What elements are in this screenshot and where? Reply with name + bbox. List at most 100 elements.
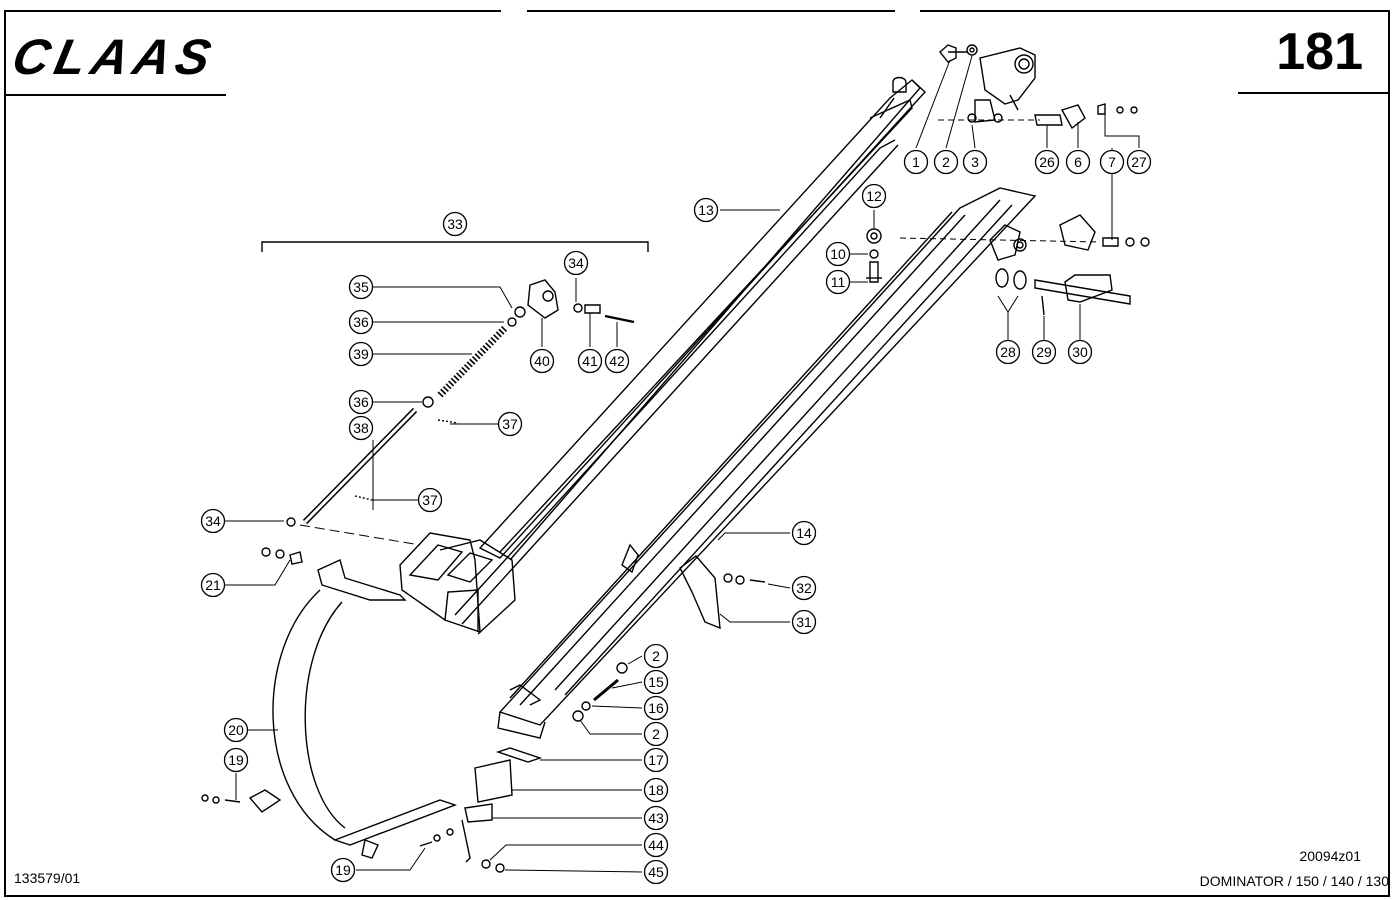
callout-36: 36 xyxy=(348,389,374,415)
callout-label: 19 xyxy=(228,752,244,768)
callout-12: 12 xyxy=(861,183,887,209)
border-top-mid xyxy=(527,10,895,12)
callout-label: 43 xyxy=(648,810,664,826)
callout-1: 1 xyxy=(903,149,929,175)
callout-label: 34 xyxy=(205,513,221,529)
callout-label: 30 xyxy=(1072,344,1088,360)
callout-26: 26 xyxy=(1034,149,1060,175)
callout-18: 18 xyxy=(643,777,669,803)
callout-circle xyxy=(643,747,669,773)
callout-label: 31 xyxy=(796,614,812,630)
callout-circle xyxy=(348,309,374,335)
callout-label: 27 xyxy=(1131,154,1147,170)
fastener-group-10-12 xyxy=(866,228,882,283)
callout-circle xyxy=(962,149,988,175)
leader-lines xyxy=(225,55,1140,873)
callout-17: 17 xyxy=(643,747,669,773)
callout-label: 44 xyxy=(648,837,664,853)
callout-label: 42 xyxy=(609,353,625,369)
callout-circle xyxy=(497,411,523,437)
callout-21: 21 xyxy=(200,572,226,598)
callout-label: 13 xyxy=(698,202,714,218)
pivot-bracket-assembly xyxy=(899,44,1150,251)
callout-label: 33 xyxy=(447,216,463,232)
callout-35: 35 xyxy=(348,274,374,300)
callout-label: 7 xyxy=(1108,154,1116,170)
callout-20: 20 xyxy=(223,717,249,743)
callout-19: 19 xyxy=(223,747,249,773)
callout-circle xyxy=(417,487,443,513)
callout-circle xyxy=(348,389,374,415)
callout-circle xyxy=(643,643,669,669)
callout-30: 30 xyxy=(1067,339,1093,365)
callout-label: 1 xyxy=(912,154,920,170)
callout-label: 12 xyxy=(866,188,882,204)
callout-2: 2 xyxy=(643,721,669,747)
model-designation: DOMINATOR / 150 / 140 / 130 xyxy=(1199,873,1389,889)
callout-circle xyxy=(643,832,669,858)
callout-3: 3 xyxy=(962,149,988,175)
callout-circle xyxy=(442,211,468,237)
callout-circle xyxy=(348,415,374,441)
callout-label: 11 xyxy=(831,274,846,290)
border-left xyxy=(4,10,6,896)
callout-circle xyxy=(1099,149,1125,175)
callout-label: 41 xyxy=(582,353,598,369)
callout-37: 37 xyxy=(417,487,443,513)
callout-31: 31 xyxy=(791,609,817,635)
callout-label: 45 xyxy=(648,864,664,880)
callout-circle xyxy=(529,348,555,374)
callout-13: 13 xyxy=(693,197,719,223)
callout-circle xyxy=(223,747,249,773)
callout-label: 38 xyxy=(353,420,369,436)
callout-label: 2 xyxy=(942,154,950,170)
figure-reference: 20094z01 xyxy=(1299,848,1361,864)
callout-circle xyxy=(791,520,817,546)
callout-label: 20 xyxy=(228,722,244,738)
callout-28: 28 xyxy=(995,339,1021,365)
border-right xyxy=(1388,10,1390,896)
callout-label: 39 xyxy=(353,346,369,362)
callout-circle xyxy=(1126,149,1152,175)
callout-circle xyxy=(348,341,374,367)
callout-circle xyxy=(791,575,817,601)
callout-label: 29 xyxy=(1036,344,1052,360)
callout-circle xyxy=(643,805,669,831)
callout-circle xyxy=(933,149,959,175)
brand-logo: CLAAS xyxy=(8,29,242,85)
callout-34: 34 xyxy=(200,508,226,534)
callout-label: 40 xyxy=(534,353,550,369)
logo-underline xyxy=(4,94,226,96)
callout-circle xyxy=(348,274,374,300)
callout-label: 10 xyxy=(830,246,846,262)
callout-27: 27 xyxy=(1126,149,1152,175)
border-top-left xyxy=(4,10,501,12)
callout-circle xyxy=(825,269,851,295)
callout-circle xyxy=(693,197,719,223)
guard-band-20 xyxy=(201,547,458,859)
callout-14: 14 xyxy=(791,520,817,546)
callout-circle xyxy=(604,348,630,374)
callout-6: 6 xyxy=(1065,149,1091,175)
callout-circle xyxy=(200,572,226,598)
callout-circle xyxy=(1034,149,1060,175)
brand-logo-graphic: CLAAS xyxy=(8,29,222,85)
page-number: 181 xyxy=(1276,23,1363,81)
callout-label: 15 xyxy=(648,674,664,690)
callout-11: 11 xyxy=(825,269,851,295)
page-number-underline xyxy=(1238,92,1388,94)
callout-label: 17 xyxy=(648,752,664,768)
callout-label: 32 xyxy=(796,580,812,596)
callout-circle xyxy=(791,609,817,635)
callout-label: 6 xyxy=(1074,154,1082,170)
callout-circle xyxy=(903,149,929,175)
lower-brackets xyxy=(419,555,766,873)
callout-45: 45 xyxy=(643,859,669,885)
callout-circle xyxy=(563,250,589,276)
callout-32: 32 xyxy=(791,575,817,601)
callout-circle xyxy=(330,857,356,883)
callout-circle xyxy=(1067,339,1093,365)
callout-circle xyxy=(643,721,669,747)
